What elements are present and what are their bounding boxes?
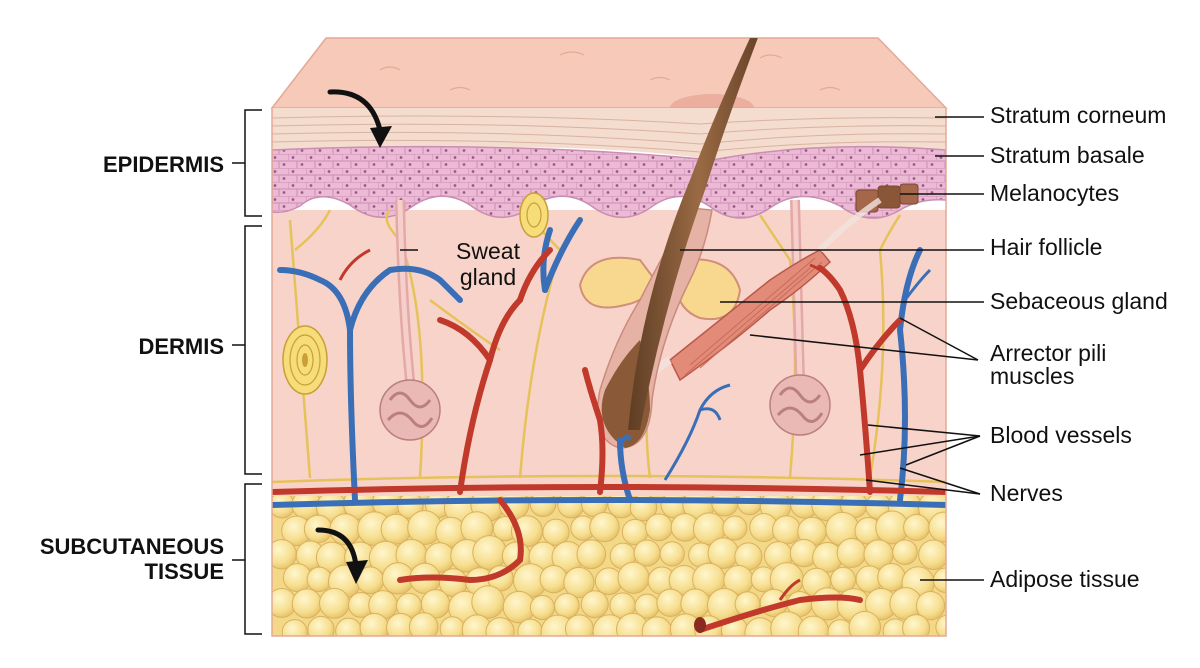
adipose-cell bbox=[772, 515, 802, 545]
adipose-cell bbox=[408, 612, 439, 636]
skin-surface bbox=[270, 37, 948, 109]
label-hair-follicle: Hair follicle bbox=[990, 234, 1103, 260]
corneum-lines bbox=[272, 115, 946, 153]
adipose-cell bbox=[471, 585, 505, 619]
adipose-cell bbox=[539, 565, 568, 594]
vein-branches bbox=[663, 268, 932, 481]
stratum-basale-band bbox=[272, 145, 946, 219]
adipose-cell bbox=[291, 588, 322, 619]
adipose-cell bbox=[485, 617, 515, 636]
adipose-cell bbox=[836, 538, 867, 568]
adipose-cell bbox=[335, 617, 363, 636]
adipose-cell bbox=[617, 561, 650, 594]
adipose-cell bbox=[580, 590, 609, 619]
adipose-arrow-icon bbox=[315, 527, 368, 584]
adipose-cell bbox=[380, 513, 412, 545]
adipose-cell bbox=[892, 539, 918, 565]
vein-network bbox=[272, 217, 946, 508]
adipose-cell bbox=[656, 588, 685, 617]
stratum-corneum-band bbox=[272, 108, 946, 160]
adipose-cell bbox=[439, 616, 465, 636]
label-stratum-basale: Stratum basale bbox=[990, 142, 1145, 168]
adipose-cell bbox=[903, 513, 930, 541]
adipose-cell bbox=[589, 511, 620, 543]
adipose-cell bbox=[563, 566, 595, 599]
adipose-cell bbox=[307, 615, 335, 636]
adipose-cell bbox=[722, 515, 748, 541]
muscle-fibers bbox=[684, 257, 823, 376]
sweat-gland-left bbox=[379, 199, 441, 441]
pacinian-corpuscle bbox=[282, 192, 549, 395]
label-dermis: DERMIS bbox=[138, 334, 224, 359]
adipose-cell bbox=[633, 539, 661, 567]
dermis-layer bbox=[272, 210, 946, 496]
adipose-cell bbox=[902, 614, 931, 636]
adipose-cell bbox=[564, 614, 594, 636]
label-adipose-tissue: Adipose tissue bbox=[990, 566, 1140, 592]
epidermis-arrow-icon bbox=[327, 89, 392, 148]
label-sweat-gland: Sweat gland bbox=[456, 238, 520, 291]
label-sebaceous-gland: Sebaceous gland bbox=[990, 288, 1168, 314]
adipose-cell bbox=[915, 591, 946, 621]
adipose-cell bbox=[281, 619, 308, 636]
label-blood-vessels: Blood vessels bbox=[990, 422, 1132, 448]
label-epidermis: EPIDERMIS bbox=[102, 152, 224, 177]
adipose-cell bbox=[928, 511, 946, 543]
adipose-cell bbox=[554, 592, 580, 619]
adipose-cell bbox=[306, 566, 332, 592]
sweat-gland-right bbox=[769, 199, 831, 436]
hair-shaft bbox=[628, 38, 770, 430]
layer-brackets bbox=[232, 109, 262, 635]
adipose-cell bbox=[797, 615, 830, 636]
label-nerves: Nerves bbox=[990, 480, 1063, 506]
adipose-cell bbox=[744, 617, 776, 636]
adipose-cell bbox=[318, 587, 350, 619]
adipose-cell bbox=[659, 541, 685, 567]
label-melanocytes: Melanocytes bbox=[990, 180, 1120, 206]
adipose-cell bbox=[935, 614, 946, 636]
adipose-cell bbox=[848, 610, 882, 636]
leader-lines bbox=[400, 116, 984, 581]
adipose-cell bbox=[517, 618, 544, 636]
label-subcutaneous: SUBCUTANEOUS TISSUE bbox=[39, 534, 224, 585]
adipose-cell bbox=[645, 513, 673, 542]
adipose-cell bbox=[641, 616, 673, 636]
label-stratum-corneum: Stratum corneum bbox=[990, 102, 1167, 128]
surface-texture bbox=[379, 51, 841, 91]
adipose-cell bbox=[359, 612, 390, 636]
artery-branches bbox=[338, 248, 842, 601]
adipose-cell bbox=[576, 539, 607, 570]
adipose-cell bbox=[529, 594, 556, 621]
label-arrector-pili: Arrector pili muscles bbox=[990, 340, 1107, 389]
adipose-cell bbox=[877, 563, 906, 592]
adipose-cell bbox=[918, 539, 946, 571]
adipose-cell bbox=[542, 518, 570, 546]
adipose-cell bbox=[472, 535, 508, 570]
